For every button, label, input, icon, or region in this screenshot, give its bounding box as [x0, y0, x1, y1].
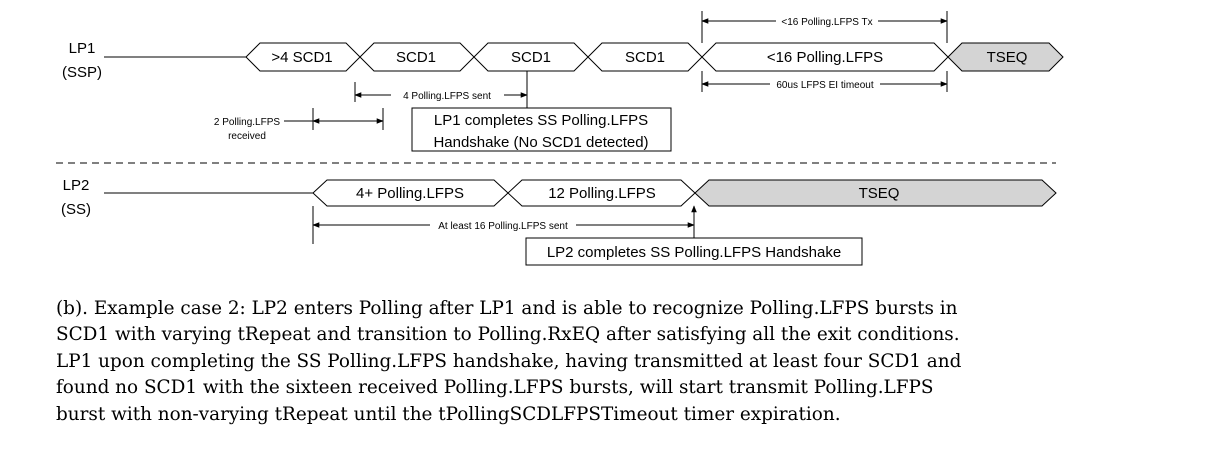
lp2-segment-2-label: 12 Polling.LFPS — [548, 185, 656, 202]
lp2-segment-tseq: TSEQ — [694, 179, 1057, 207]
figure-caption: (b). Example case 2: LP2 enters Polling … — [56, 296, 1176, 428]
lp1-complete-line1: LP1 completes SS Polling.LFPS — [434, 112, 648, 129]
caption-line: found no SCD1 with the sixteen received … — [56, 377, 934, 399]
caption-line: burst with non-varying tRepeat until the… — [56, 403, 841, 425]
lp1-segment-3-label: SCD1 — [511, 49, 551, 66]
sent4-label: 4 Polling.LFPS sent — [403, 91, 491, 102]
tx16-label: <16 Polling.LFPS Tx — [781, 17, 872, 28]
lp1-segment-2: SCD1 — [359, 42, 475, 72]
lp2-lane-sublabel: (SS) — [61, 201, 91, 218]
lp1-lane-label: LP1 — [69, 40, 96, 57]
caption-line: LP1 upon completing the SS Polling.LFPS … — [56, 350, 962, 372]
ei-timeout-label: 60us LFPS EI timeout — [776, 80, 873, 91]
lp2-segment-tseq-label: TSEQ — [859, 185, 900, 202]
lp2-lane-label: LP2 — [63, 177, 90, 194]
lp1-segment-4: SCD1 — [587, 42, 703, 72]
lp1-lane-sublabel: (SSP) — [62, 64, 102, 81]
lp1-segment-5-label: <16 Polling.LFPS — [767, 49, 883, 66]
received2-label-line2: received — [228, 131, 266, 142]
lp1-segment-5: <16 Polling.LFPS — [701, 42, 949, 72]
lp1-segment-2-label: SCD1 — [396, 49, 436, 66]
timing-diagram: LP1 (SSP) >4 SCD1 SCD1 SCD1 SCD1 <16 Pol… — [56, 11, 1064, 266]
lp2-complete-label: LP2 completes SS Polling.LFPS Handshake — [547, 244, 841, 261]
lp2-segment-1: 4+ Polling.LFPS — [312, 179, 509, 207]
lp1-segment-1-label: >4 SCD1 — [271, 49, 332, 66]
caption-line: SCD1 with varying tRepeat and transition… — [56, 324, 960, 346]
caption-line: (b). Example case 2: LP2 enters Polling … — [56, 298, 958, 319]
lp1-segment-tseq-label: TSEQ — [987, 49, 1028, 66]
lp1-complete-line2: Handshake (No SCD1 detected) — [433, 134, 648, 151]
lp1-complete-box — [411, 107, 672, 152]
lp1-segment-3: SCD1 — [473, 42, 589, 72]
lp1-segment-4-label: SCD1 — [625, 49, 665, 66]
lp1-segment-tseq: TSEQ — [947, 42, 1064, 72]
received2-label-line1: 2 Polling.LFPS — [214, 117, 280, 128]
sent16-label: At least 16 Polling.LFPS sent — [438, 221, 568, 232]
lp2-segment-2: 12 Polling.LFPS — [507, 179, 696, 207]
lp2-segment-1-label: 4+ Polling.LFPS — [356, 185, 464, 202]
lp2-complete-box — [525, 237, 863, 266]
lp1-segment-1: >4 SCD1 — [245, 42, 361, 72]
